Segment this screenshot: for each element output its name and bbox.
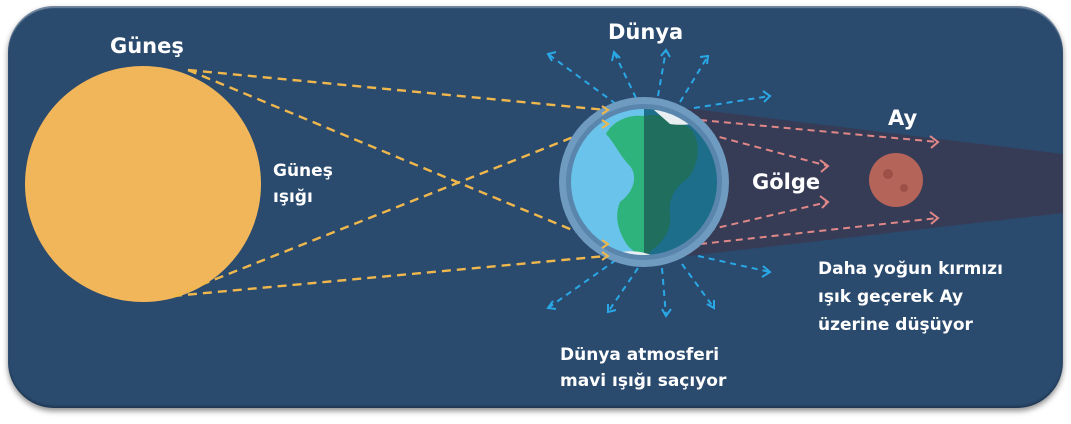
moon-label: Ay	[888, 106, 918, 130]
red-ray-arrowheads	[819, 135, 940, 225]
atmosphere-note-line2: mavi ışığı saçıyor	[560, 371, 727, 391]
scattered-blue-rays	[547, 49, 771, 317]
eclipse-diagram	[25, 48, 1063, 318]
sun-label: Güneş	[110, 34, 184, 58]
sunlight-rays	[172, 68, 607, 298]
blue-ray-arrowheads	[546, 48, 772, 318]
sunlight-label-line2: ışığı	[273, 187, 313, 207]
moon-note-line1: Daha yoğun kırmızı	[818, 259, 1003, 279]
refracted-red-rays	[699, 119, 939, 245]
moon-note-line2: ışık geçerek Ay	[818, 287, 964, 307]
diagram-panel: Güneş Güneş ışığı Dünya Ay Gölge Daha yo…	[8, 6, 1063, 408]
atmosphere-note-line1: Dünya atmosferi	[560, 345, 720, 365]
sunlight-label-line1: Güneş	[273, 161, 333, 181]
shadow-label: Gölge	[752, 170, 821, 194]
moon	[869, 153, 923, 207]
atmosphere-entry-marks	[601, 105, 610, 261]
sun	[25, 66, 261, 302]
moon-note-line3: üzerine düşüyor	[818, 315, 973, 335]
earth-label: Dünya	[608, 20, 684, 44]
